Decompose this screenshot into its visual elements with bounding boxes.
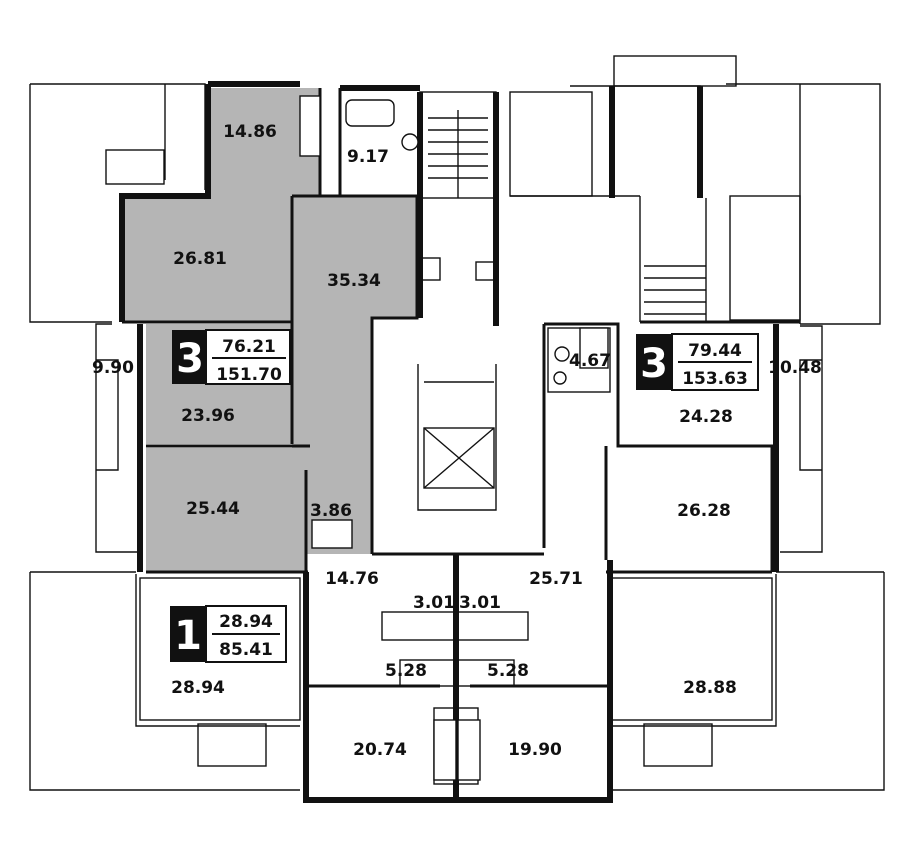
living-area: 76.21	[222, 337, 276, 357]
apartment-tag: 1 28.94 85.41	[170, 605, 287, 663]
room-area-label: 3.01	[459, 593, 501, 613]
total-area: 153.63	[682, 369, 748, 389]
room-area-label: 5.28	[487, 661, 529, 681]
room-area-label: 26.28	[677, 501, 731, 521]
room-labels: 14.86 9.17 26.81 35.34 9.90 23.96 25.44 …	[92, 122, 822, 760]
room-area-label: 26.81	[173, 249, 227, 269]
room-area-label: 14.76	[325, 569, 379, 589]
room-area-label: 9.17	[347, 147, 389, 167]
total-area: 151.70	[216, 365, 282, 385]
room-count: 3	[640, 341, 668, 387]
room-area-label: 9.90	[92, 358, 134, 378]
room-count: 3	[176, 336, 204, 382]
apartment-tag: 3 79.44 153.63	[636, 333, 759, 391]
room-area-label: 20.74	[353, 740, 407, 760]
room-area-label: 14.86	[223, 122, 277, 142]
room-area-label: 10.48	[768, 358, 822, 378]
room-area-label: 28.88	[683, 678, 737, 698]
room-area-label: 3.01	[413, 593, 455, 613]
living-area: 79.44	[688, 341, 742, 361]
room-area-label: 25.71	[529, 569, 583, 589]
living-area: 28.94	[219, 612, 273, 632]
room-area-label: 24.28	[679, 407, 733, 427]
room-area-label: 5.28	[385, 661, 427, 681]
walls	[29, 55, 885, 803]
room-area-label: 23.96	[181, 406, 235, 426]
sanitary-fixtures	[299, 95, 609, 781]
apartment-tag: 3 76.21 151.70	[172, 329, 291, 385]
room-area-label: 4.67	[569, 351, 611, 371]
room-count: 1	[174, 613, 202, 659]
room-area-label: 19.90	[508, 740, 562, 760]
room-area-label: 28.94	[171, 678, 225, 698]
room-area-label: 3.86	[310, 501, 352, 521]
total-area: 85.41	[219, 640, 273, 660]
room-area-label: 25.44	[186, 499, 240, 519]
room-area-label: 35.34	[327, 271, 381, 291]
